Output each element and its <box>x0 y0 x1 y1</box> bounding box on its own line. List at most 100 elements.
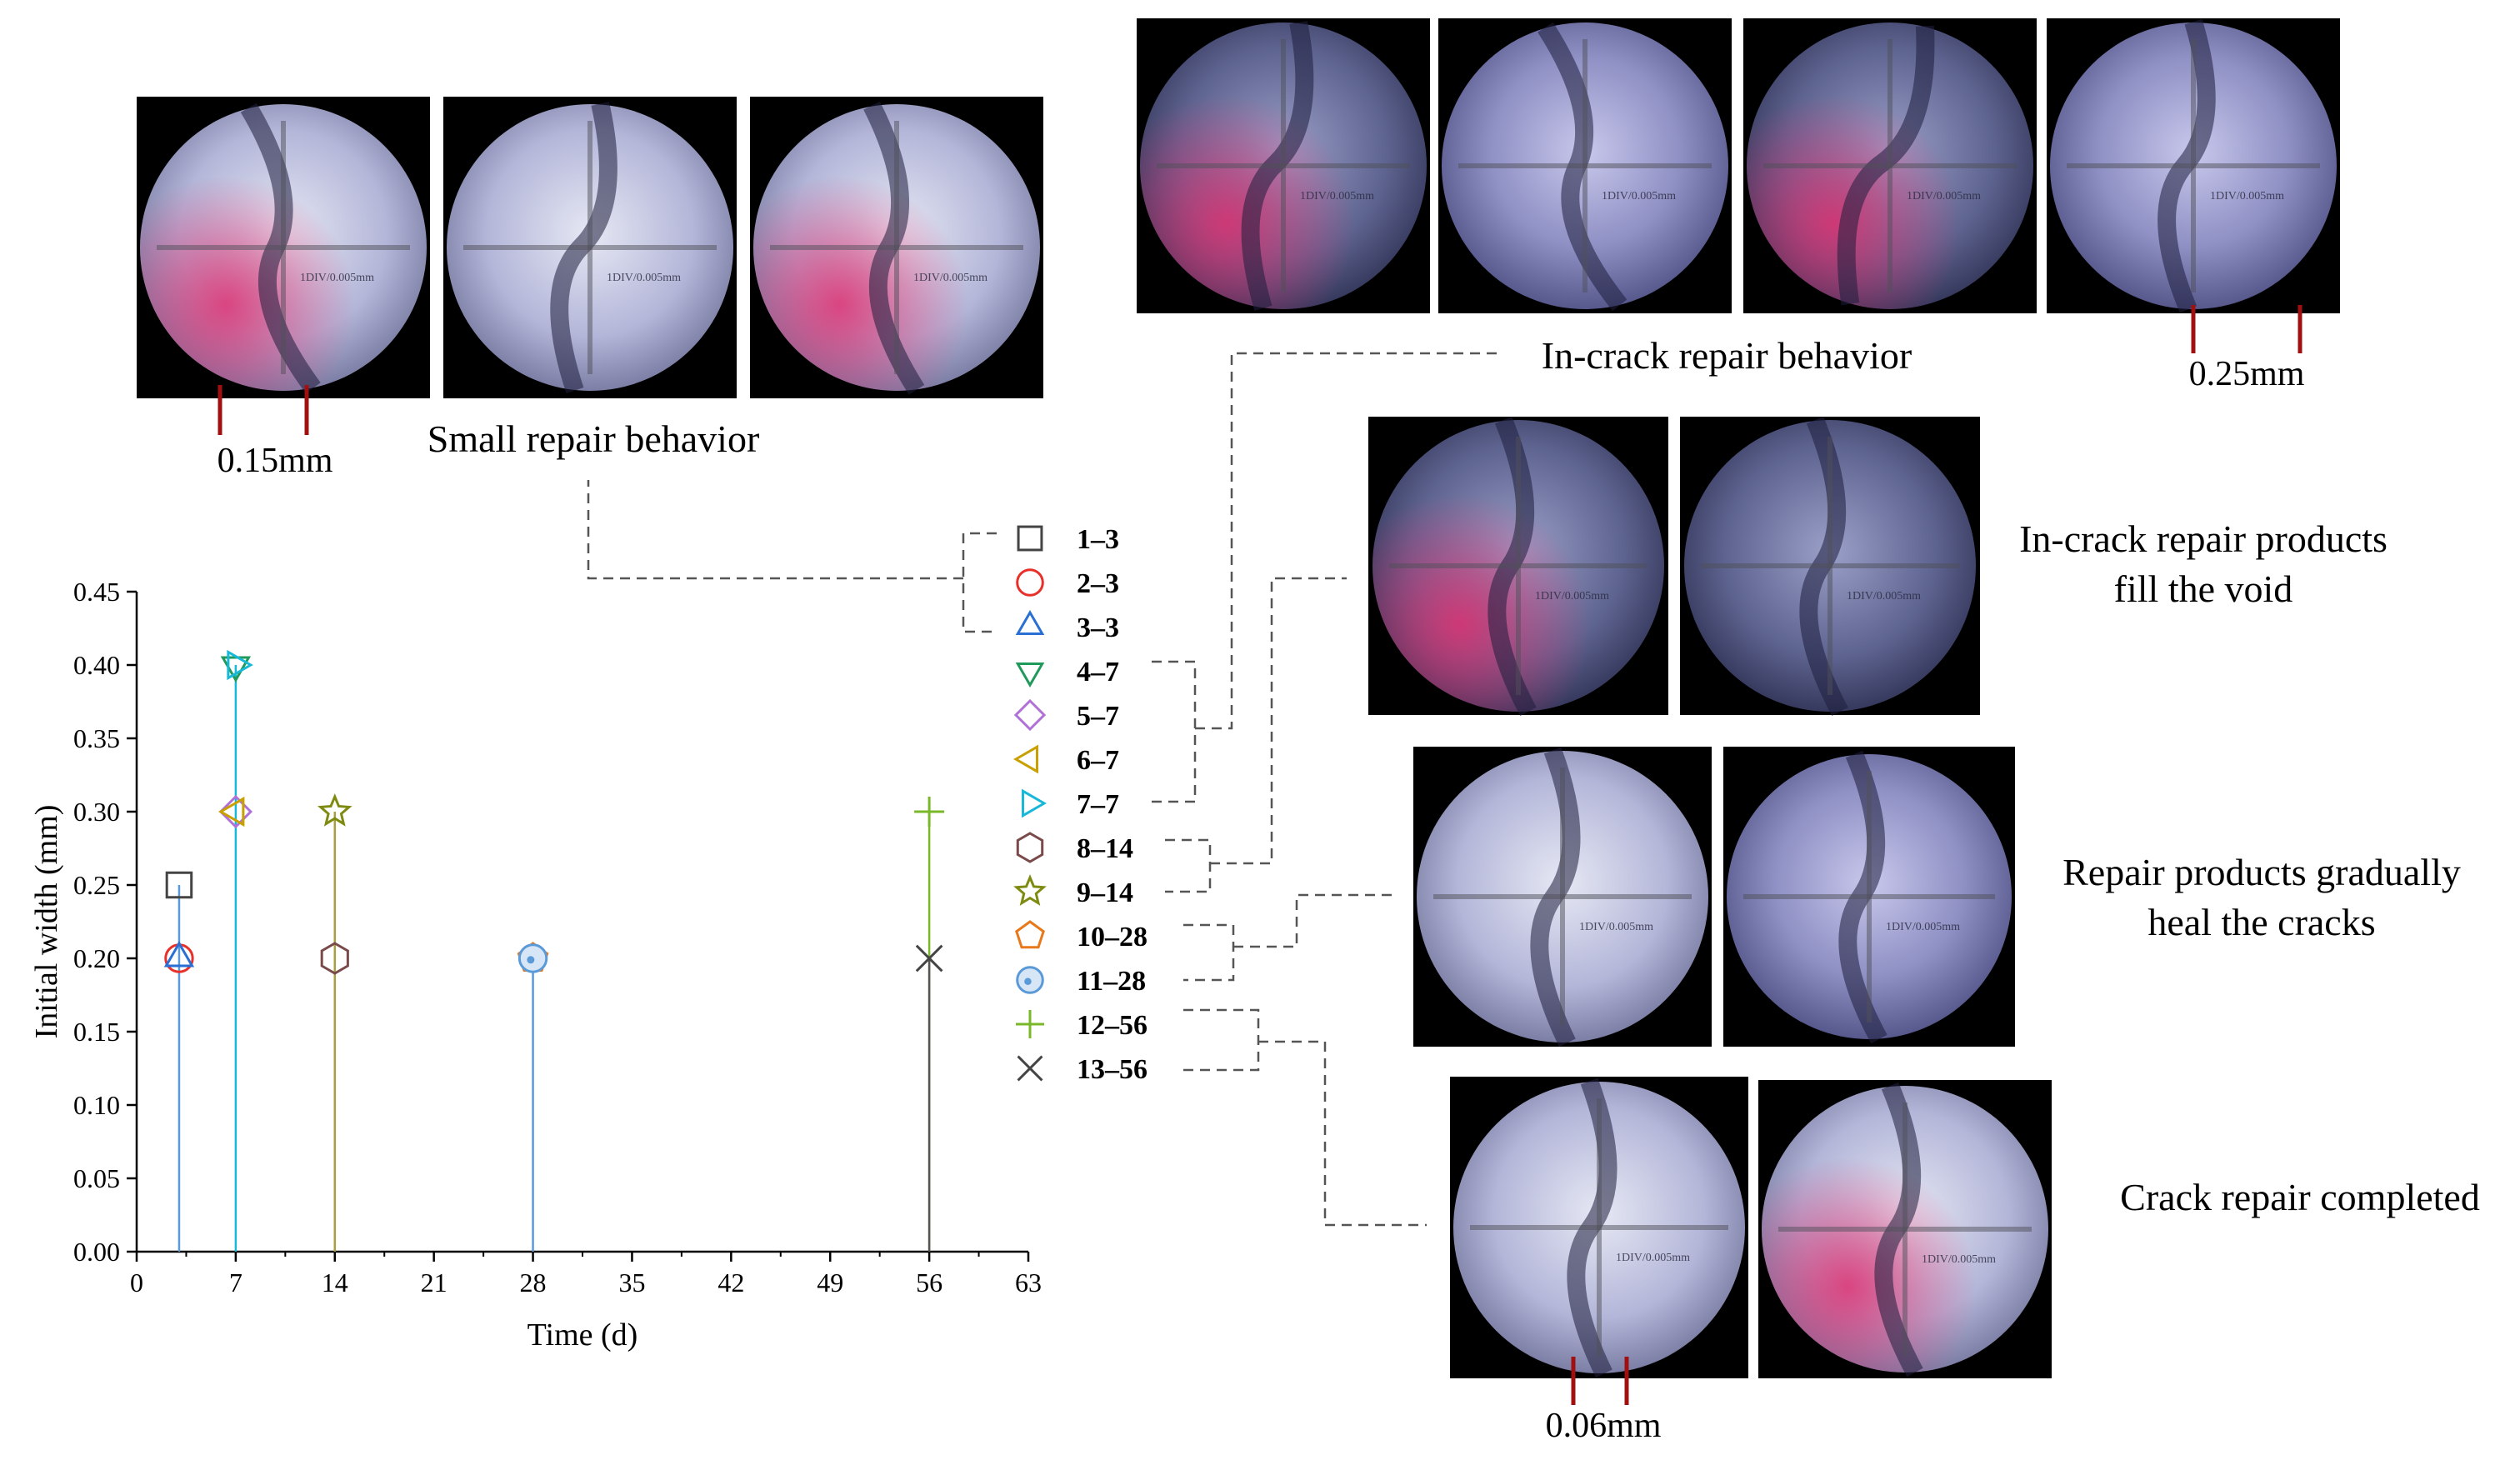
legend-label: 1–3 <box>1077 524 1119 555</box>
chart-legend: 1–32–33–34–75–76–77–78–149–1410–2811–281… <box>1012 524 1148 1085</box>
x-tick-label: 0 <box>130 1268 143 1298</box>
micrograph-incrack-2: 1DIV/0.005mm <box>1438 18 1732 313</box>
y-tick-label: 0.35 <box>73 723 120 753</box>
legend-label: 10–28 <box>1077 922 1148 952</box>
micrograph-gradual-2: 1DIV/0.005mm <box>1723 747 2015 1047</box>
legend-label: 11–28 <box>1077 966 1146 997</box>
micrograph-incrack-4: 1DIV/0.005mm <box>2047 18 2340 313</box>
data-point-1–3 <box>165 871 193 899</box>
reticle-label: 1DIV/0.005mm <box>2210 190 2284 202</box>
legend-marker-13–56 <box>1017 1055 1043 1082</box>
data-point-7–7 <box>227 649 253 681</box>
y-axis-title: Initial width (mm) <box>29 805 64 1039</box>
micrograph-small-1: 1DIV/0.005mm <box>137 97 430 398</box>
micrograph-gradual-1: 1DIV/0.005mm <box>1413 747 1712 1048</box>
caption-in-crack: In-crack repair behavior <box>1542 334 1912 377</box>
caption-fill-void-line1: In-crack repair products <box>2019 518 2388 560</box>
reticle-label: 1DIV/0.005mm <box>1922 1253 1996 1266</box>
data-point-5–7 <box>218 794 253 829</box>
reticle-label: 1DIV/0.005mm <box>1616 1252 1690 1264</box>
data-point-6–7 <box>218 796 245 828</box>
x-tick-label: 49 <box>817 1268 843 1298</box>
micrograph-fill-1: 1DIV/0.005mm <box>1368 416 1668 717</box>
scale-label-in-crack: 0.25mm <box>2189 355 2305 393</box>
legend-label: 9–14 <box>1077 878 1133 908</box>
reticle-label: 1DIV/0.005mm <box>1300 190 1374 202</box>
reticle-label: 1DIV/0.005mm <box>1602 190 1676 202</box>
scale-bar-completed: 0.06mm <box>1546 1357 1662 1445</box>
reticle-label: 1DIV/0.005mm <box>1907 190 1981 202</box>
reticle-label: 1DIV/0.005mm <box>1535 590 1609 602</box>
legend-label: 7–7 <box>1077 789 1119 820</box>
y-tick-label: 0.20 <box>73 943 120 973</box>
legend-marker-4–7 <box>1015 662 1045 688</box>
chart-points <box>163 649 945 975</box>
data-point-9–14 <box>317 793 352 827</box>
data-point-12–56 <box>914 797 945 827</box>
x-tick-label: 21 <box>421 1268 448 1298</box>
legend-label: 6–7 <box>1077 745 1119 776</box>
data-point-13–56 <box>915 944 943 972</box>
y-tick-label: 0.25 <box>73 870 120 900</box>
connector-completed <box>1183 1008 1260 1072</box>
x-tick-label: 28 <box>520 1268 547 1298</box>
legend-label: 13–56 <box>1077 1054 1148 1085</box>
scale-label-small: 0.15mm <box>218 442 333 480</box>
legend-label: 2–3 <box>1077 568 1119 599</box>
micrograph-incrack-3: 1DIV/0.005mm <box>1743 18 2037 313</box>
legend-label: 8–14 <box>1077 833 1133 864</box>
connector-gradual <box>1183 923 1235 982</box>
data-point-11–28 <box>518 943 548 973</box>
x-tick-label: 35 <box>618 1268 645 1298</box>
dashed-connectors <box>587 352 1500 1227</box>
legend-label: 3–3 <box>1077 612 1119 643</box>
connector-in-crack <box>1152 660 1197 803</box>
reticle-label: 1DIV/0.005mm <box>300 272 374 284</box>
reticle-label: 1DIV/0.005mm <box>1579 921 1653 933</box>
scale-bar-in-crack: 0.25mm <box>2189 305 2305 393</box>
y-tick-label: 0.10 <box>73 1090 120 1120</box>
scale-label-completed: 0.06mm <box>1546 1407 1662 1445</box>
legend-label: 12–56 <box>1077 1010 1148 1041</box>
legend-marker-10–28 <box>1015 920 1045 949</box>
x-axis-title: Time (d) <box>528 1318 638 1352</box>
legend-marker-8–14 <box>1016 832 1044 863</box>
connector-fill-void <box>1165 838 1212 893</box>
reticle-label: 1DIV/0.005mm <box>1886 921 1960 933</box>
y-tick-label: 0.05 <box>73 1163 120 1193</box>
micrograph-completed-2: 1DIV/0.005mm <box>1758 1080 2052 1378</box>
x-tick-label: 14 <box>322 1268 348 1298</box>
legend-marker-1–3 <box>1017 525 1043 552</box>
connector-small-repair <box>962 532 997 633</box>
caption-small-repair: Small repair behavior <box>428 418 760 460</box>
caption-fill-void-line2: fill the void <box>2114 568 2293 610</box>
micrograph-fill-2: 1DIV/0.005mm <box>1680 416 1980 717</box>
micrograph-panels: 1DIV/0.005mm 1DIV/0.005mm 1DIV/0.005mm 1DIV… <box>137 18 2340 1378</box>
legend-label: 4–7 <box>1077 657 1119 688</box>
legend-marker-11–28 <box>1016 966 1044 994</box>
caption-completed: Crack repair completed <box>2120 1176 2480 1218</box>
legend-marker-7–7 <box>1022 788 1048 818</box>
reticle-label: 1DIV/0.005mm <box>1847 590 1921 602</box>
y-tick-label: 0.15 <box>73 1017 120 1047</box>
micrograph-completed-1: 1DIV/0.005mm <box>1450 1077 1748 1378</box>
y-tick-label: 0.40 <box>73 650 120 680</box>
legend-marker-2–3 <box>1016 568 1044 597</box>
scale-bar-small: 0.15mm <box>218 385 333 480</box>
caption-gradual-line1: Repair products gradually <box>2062 851 2461 893</box>
reticle-label: 1DIV/0.005mm <box>607 272 681 284</box>
legend-marker-9–14 <box>1013 874 1047 906</box>
legend-marker-12–56 <box>1016 1010 1044 1038</box>
x-tick-label: 63 <box>1015 1268 1042 1298</box>
data-point-8–14 <box>320 942 349 975</box>
y-tick-label: 0.45 <box>73 577 120 607</box>
chart-drop-lines <box>178 665 931 1252</box>
x-tick-label: 42 <box>718 1268 744 1298</box>
micrograph-small-2: 1DIV/0.005mm <box>443 97 737 398</box>
legend-marker-3–3 <box>1015 609 1045 635</box>
micrograph-incrack-1: 1DIV/0.005mm <box>1137 18 1430 313</box>
micrograph-small-3: 1DIV/0.005mm <box>750 97 1043 398</box>
